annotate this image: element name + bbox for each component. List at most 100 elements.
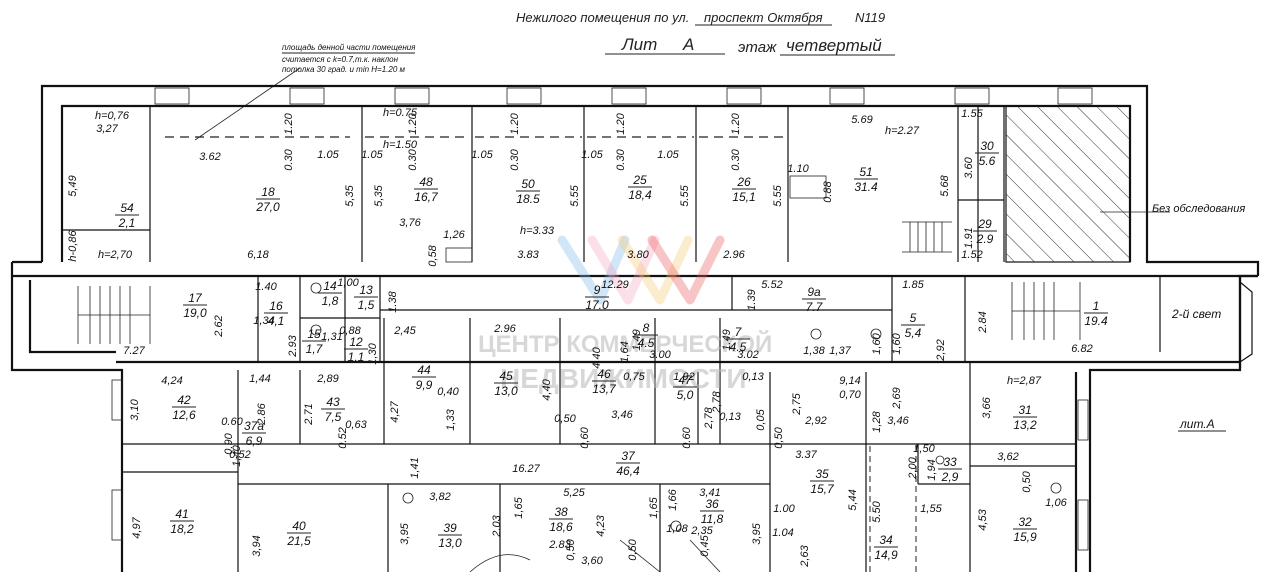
room-area: 16,7 xyxy=(414,190,439,204)
room-area: 18.5 xyxy=(516,192,540,206)
dimension-label: 4,97 xyxy=(131,516,143,538)
dimension-label: 1.38 xyxy=(387,290,399,312)
toilet-fixtures xyxy=(310,282,1062,532)
room-label: 449,9 xyxy=(412,363,436,392)
dimension-label: 0,52 xyxy=(229,449,250,461)
dimension-label: 3.37 xyxy=(795,449,817,461)
dimension-label: 3,82 xyxy=(429,491,450,503)
dimension-label: 1,65 xyxy=(513,496,525,518)
dimension-label: 1,66 xyxy=(667,488,679,510)
room-label: 131,5 xyxy=(354,283,378,312)
header-object-prefix: Нежилого помещения по ул. xyxy=(516,10,689,25)
dimension-label: 3.80 xyxy=(627,249,649,261)
dimension-label: 3,66 xyxy=(981,396,993,418)
dimension-label: 2.96 xyxy=(493,323,516,335)
dimension-label: 0,50 xyxy=(554,413,576,425)
dimension-label: 5.68 xyxy=(939,174,951,196)
header-floor-value: четвертый xyxy=(786,36,882,55)
room-number: 25 xyxy=(632,173,647,187)
dimension-label: 2.83 xyxy=(548,539,571,551)
dimension-label: 4,27 xyxy=(389,400,401,422)
dimension-label: 2.84 xyxy=(977,311,989,333)
dimension-label: 1.20 xyxy=(407,112,419,134)
room-number: 16 xyxy=(269,299,283,313)
dimension-label: 3.62 xyxy=(199,151,220,163)
room-number: 45 xyxy=(499,369,513,383)
room-number: 8 xyxy=(643,321,650,335)
dimension-label: 4,24 xyxy=(161,375,182,387)
dimension-label: 0.60 xyxy=(221,416,243,428)
stair-arc-mid xyxy=(619,539,661,572)
dimension-label: 0,50 xyxy=(565,538,577,560)
room-area: 15,9 xyxy=(1013,530,1037,544)
room-label: 292.9 xyxy=(973,217,997,246)
dimension-label: 1.05 xyxy=(657,149,679,161)
room-area: 1,1 xyxy=(348,350,365,364)
dimension-label: 1,65 xyxy=(648,496,660,518)
room-number: 40 xyxy=(292,519,306,533)
dimension-label: 5.50 xyxy=(871,500,883,522)
room-area: 12,6 xyxy=(172,408,196,422)
room-label: 119.4 xyxy=(1084,299,1108,328)
room-label: 121,1 xyxy=(344,335,368,364)
upper-partitions xyxy=(62,106,1005,263)
room-area: 14,9 xyxy=(874,548,898,562)
dimension-label: 3,60 xyxy=(581,555,603,567)
dimension-label: 5,35 xyxy=(373,184,385,206)
dimension-label: 1,60 xyxy=(891,332,903,354)
corridor-walls xyxy=(12,274,1258,364)
dimension-label: 1,94 xyxy=(926,459,938,480)
room-label: 542,1 xyxy=(115,201,139,230)
room-area: 7,5 xyxy=(325,410,342,424)
dimension-label: 1,41 xyxy=(409,457,421,478)
dimension-label: 2,89 xyxy=(316,373,338,385)
dimension-label: 9,14 xyxy=(839,375,860,387)
dimension-label: 0.30 xyxy=(283,148,295,170)
windows-top xyxy=(154,87,1093,105)
room-area: 18,2 xyxy=(170,522,194,536)
dimension-label: 0,13 xyxy=(719,411,741,423)
room-labels: 542,11827,04816,75018.52518,42615,15131.… xyxy=(115,139,1108,562)
dimension-label: 2,92 xyxy=(935,339,947,361)
dimension-label: h=2,87 xyxy=(1007,375,1042,387)
dimension-label: 5.69 xyxy=(851,114,872,126)
header-floor-prefix: этаж xyxy=(738,39,777,56)
room-number: 37 xyxy=(621,449,636,463)
dimension-label: 5.55 xyxy=(772,184,784,206)
room-area: 2,9 xyxy=(941,470,959,484)
room-area: 4.5 xyxy=(638,336,655,350)
room-number: 54 xyxy=(120,201,134,215)
dimension-label: 1,33 xyxy=(445,408,457,430)
room-area: 1,7 xyxy=(306,342,324,356)
room-number: 36 xyxy=(705,497,719,511)
dimension-label: 3,41 xyxy=(699,487,720,499)
dimension-label: 5.55 xyxy=(569,184,581,206)
dimension-label: 6.82 xyxy=(1071,343,1092,355)
dimension-label: 0,58 xyxy=(427,244,439,266)
room-number: 38 xyxy=(554,505,568,519)
dimension-label: 1.05 xyxy=(317,149,339,161)
dimension-label: 3,27 xyxy=(96,123,118,135)
dimension-label: 1.05 xyxy=(581,149,603,161)
room-number: 18 xyxy=(261,185,275,199)
room-area: 13,2 xyxy=(1013,418,1037,432)
dimension-label: 1,28 xyxy=(871,410,883,432)
room-area: 7.7 xyxy=(806,300,824,314)
dimension-label: 3,76 xyxy=(399,217,421,229)
room-number: 46 xyxy=(597,367,611,381)
room-number: 33 xyxy=(943,455,957,469)
room-area: 1,8 xyxy=(322,294,339,308)
dimension-label: 1.39 xyxy=(746,289,758,310)
dimension-label: 1,44 xyxy=(249,373,270,385)
dimension-label: 2,78 xyxy=(703,406,715,429)
room-label: 437,5 xyxy=(321,395,345,424)
room-number: 14 xyxy=(323,279,337,293)
dimension-label: 4,40 xyxy=(541,378,553,400)
lower-walls xyxy=(121,318,1076,572)
room-area: 5.6 xyxy=(979,154,996,168)
room-label: 151,7 xyxy=(302,327,326,356)
